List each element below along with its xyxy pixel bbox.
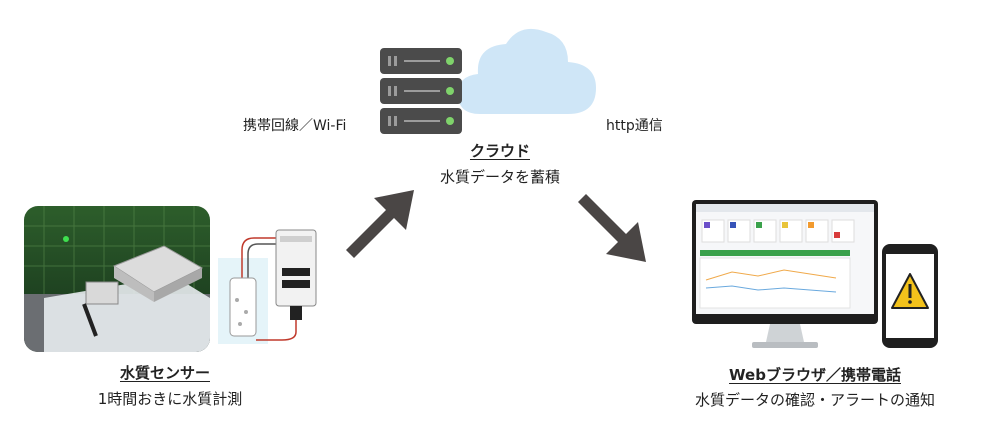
- sensor-subtitle: 1時間おきに水質計測: [97, 390, 243, 408]
- link-right-label: http通信: [606, 118, 663, 134]
- client-title: Webブラウザ／携帯電話: [700, 364, 930, 385]
- link-left-label: 携帯回線／Wi-Fi: [243, 118, 347, 134]
- arrow-down-right-icon: [578, 194, 646, 262]
- client-title-rest: ブラウザ／携帯電話: [765, 366, 901, 384]
- monitor-illustration: [692, 200, 878, 348]
- phone-illustration: [882, 244, 938, 348]
- sensor-photo: [24, 206, 210, 352]
- cloud-subtitle: 水質データを蓄積: [439, 168, 560, 186]
- sensor-device-illustration: [218, 229, 317, 344]
- cloud-icon: [458, 28, 596, 114]
- client-subtitle: 水質データの確認・アラートの通知: [694, 391, 935, 409]
- cloud-title: クラウド: [469, 142, 530, 160]
- warning-triangle-icon: [891, 273, 929, 309]
- arrow-up-right-icon: [346, 190, 414, 258]
- sensor-title: 水質センサー: [119, 364, 210, 382]
- server-rack-icon: [380, 48, 462, 134]
- client-title-web: Web: [729, 366, 766, 384]
